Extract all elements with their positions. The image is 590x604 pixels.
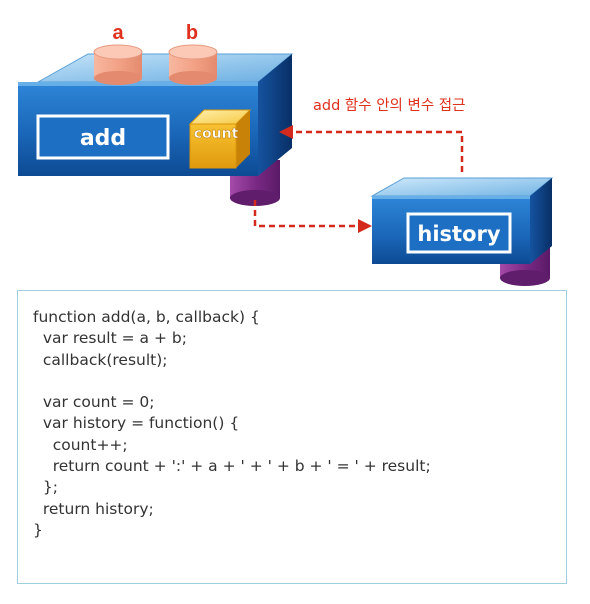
input-cylinder-a xyxy=(93,44,143,85)
code-line-3: callback(result); xyxy=(33,350,168,369)
code-line-2: var result = a + b; xyxy=(33,329,187,348)
flow-arrows xyxy=(253,125,464,233)
count-cube: count xyxy=(188,109,252,169)
code-line-11: } xyxy=(33,520,43,539)
closure-diagram: a b add count xyxy=(0,0,590,290)
add-box-side xyxy=(258,54,292,176)
code-line-6: var history = function() { xyxy=(33,414,240,433)
add-box-top xyxy=(36,53,294,83)
code-line-4 xyxy=(33,371,566,392)
add-box: a b add count xyxy=(18,22,294,206)
code-line-8: return count + ':' + a + ' + ' + b + ' =… xyxy=(33,457,431,476)
add-label-box xyxy=(36,114,170,160)
code-line-5: var count = 0; xyxy=(33,393,155,412)
code-line-10: return history; xyxy=(33,499,154,518)
arrow-add-to-history xyxy=(253,200,360,228)
code-line-7: count++; xyxy=(33,435,128,454)
history-box: history xyxy=(370,177,554,286)
add-label: add xyxy=(80,126,126,151)
code-line-1: function add(a, b, callback) { xyxy=(33,308,260,326)
annotation-text: add 함수 안의 변수 접근 xyxy=(313,97,465,114)
code-line-9: }; xyxy=(33,478,58,497)
input-label-b: b xyxy=(186,22,198,44)
input-cylinder-b xyxy=(168,44,218,85)
code-panel: function add(a, b, callback) { var resul… xyxy=(17,290,567,584)
history-label-box xyxy=(406,212,512,254)
input-label-a: a xyxy=(112,22,124,44)
history-label: history xyxy=(417,222,500,246)
count-label: count xyxy=(194,126,239,142)
arrow-history-to-count xyxy=(292,130,464,172)
history-box-side xyxy=(530,178,552,264)
history-box-top xyxy=(370,177,554,197)
